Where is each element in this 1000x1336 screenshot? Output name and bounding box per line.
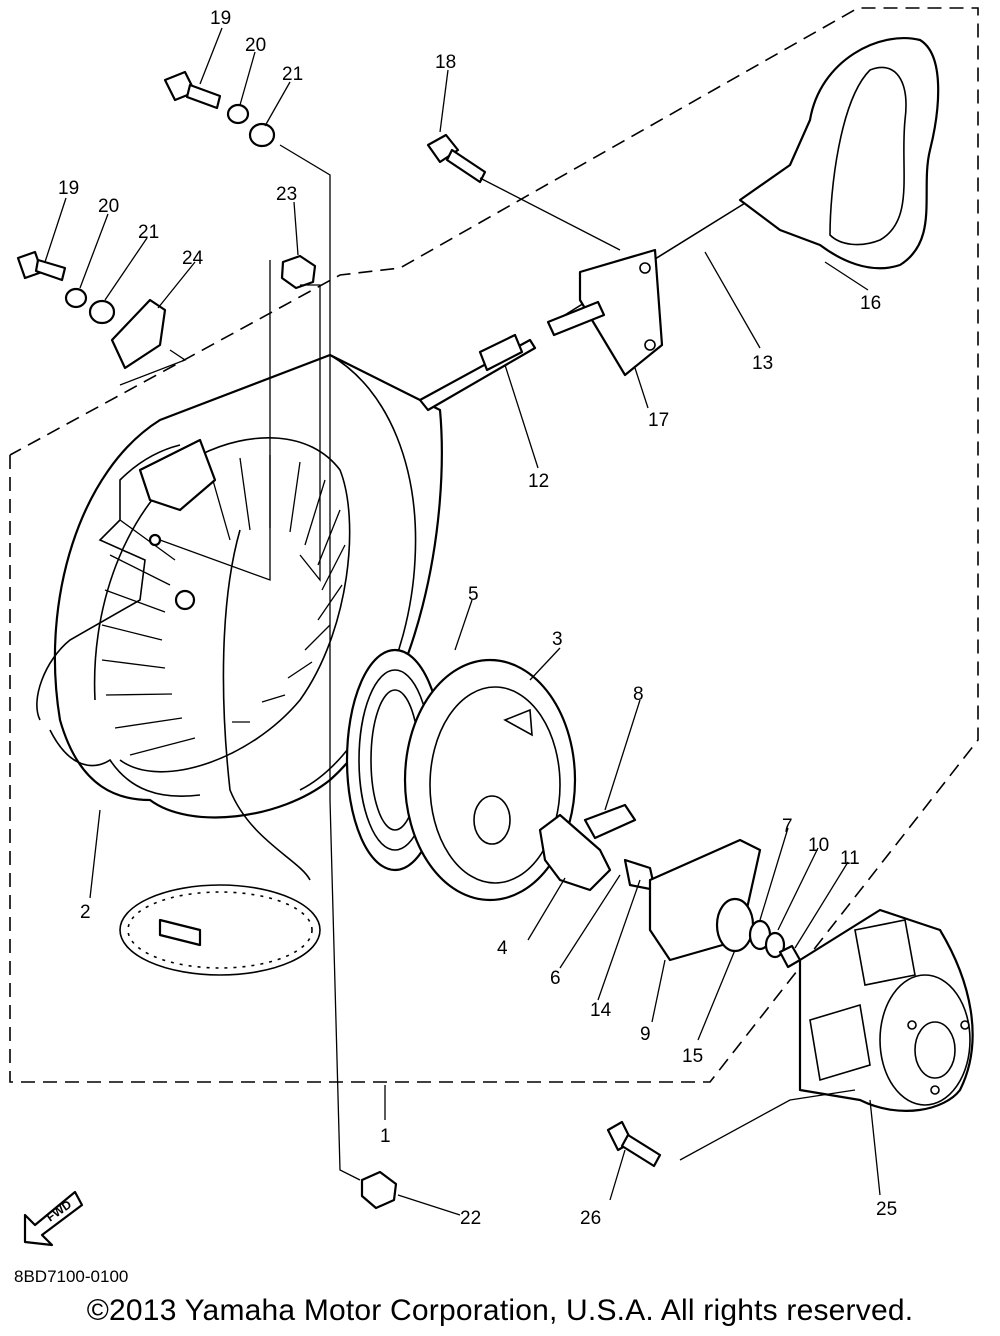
- callout-10: 10: [808, 835, 829, 856]
- washer-15: [715, 897, 755, 953]
- washer-21-lower: [88, 299, 116, 325]
- callout-6: 6: [550, 968, 561, 989]
- callout-21-upper: 21: [282, 64, 303, 85]
- start-handle-16: [738, 37, 940, 270]
- bolt-19-upper: [163, 70, 222, 110]
- part-10: [764, 931, 786, 959]
- nut-22: [360, 1170, 398, 1210]
- washer-20-upper: [226, 103, 250, 125]
- rope-guide-12: [418, 333, 537, 412]
- callout-24: 24: [182, 248, 204, 269]
- callout-21-lower: 21: [138, 222, 159, 243]
- callout-17: 17: [648, 410, 669, 431]
- callout-14: 14: [590, 1000, 612, 1021]
- callout-18: 18: [435, 52, 456, 73]
- pawl-4: [538, 813, 612, 892]
- callout-16: 16: [860, 293, 881, 314]
- callout-9: 9: [640, 1024, 651, 1045]
- pulley-25: [798, 908, 974, 1112]
- reel-3: [403, 658, 577, 902]
- callout-22: 22: [460, 1208, 481, 1229]
- callout-3: 3: [552, 629, 563, 650]
- callout-23: 23: [276, 184, 297, 205]
- starter-housing: [36, 353, 443, 819]
- callout-4: 4: [497, 938, 508, 959]
- callout-5: 5: [468, 584, 479, 605]
- callout-20-upper: 20: [245, 35, 266, 56]
- callout-19-upper: 19: [210, 8, 231, 29]
- callout-11: 11: [840, 848, 860, 869]
- callout-26: 26: [580, 1208, 601, 1229]
- assembly-boundary-1: [9, 7, 979, 1083]
- plate-24: [110, 298, 167, 370]
- pawl-spring-8: [583, 803, 637, 840]
- starter-rope: [119, 529, 321, 976]
- callout-12: 12: [528, 471, 549, 492]
- callout-15: 15: [682, 1046, 703, 1067]
- fwd-arrow: FWD: [23, 1190, 84, 1247]
- callout-19-lower: 19: [58, 178, 79, 199]
- callouts: 1 2 3 4 5 6 7 8 9 10 11 12 13 14 15 16 1…: [58, 8, 897, 1229]
- callout-8: 8: [633, 684, 644, 705]
- washer-21-upper: [248, 122, 276, 148]
- drawing-code: 8BD7100-0100: [14, 1267, 129, 1286]
- bracket-17: [546, 248, 664, 377]
- callout-7: 7: [782, 816, 793, 837]
- callout-25: 25: [876, 1199, 897, 1220]
- callout-1: 1: [380, 1126, 391, 1147]
- callout-2: 2: [80, 902, 91, 923]
- washer-20-lower: [64, 287, 88, 309]
- bolt-19-lower: [16, 250, 67, 282]
- callout-20-lower: 20: [98, 196, 119, 217]
- callout-leaders: [44, 27, 881, 1216]
- bolt-18: [426, 133, 487, 184]
- bolt-26: [606, 1120, 662, 1168]
- copyright-notice: ©2013 Yamaha Motor Corporation, U.S.A. A…: [86, 1294, 914, 1327]
- callout-13: 13: [752, 353, 773, 374]
- nut-23: [280, 254, 317, 290]
